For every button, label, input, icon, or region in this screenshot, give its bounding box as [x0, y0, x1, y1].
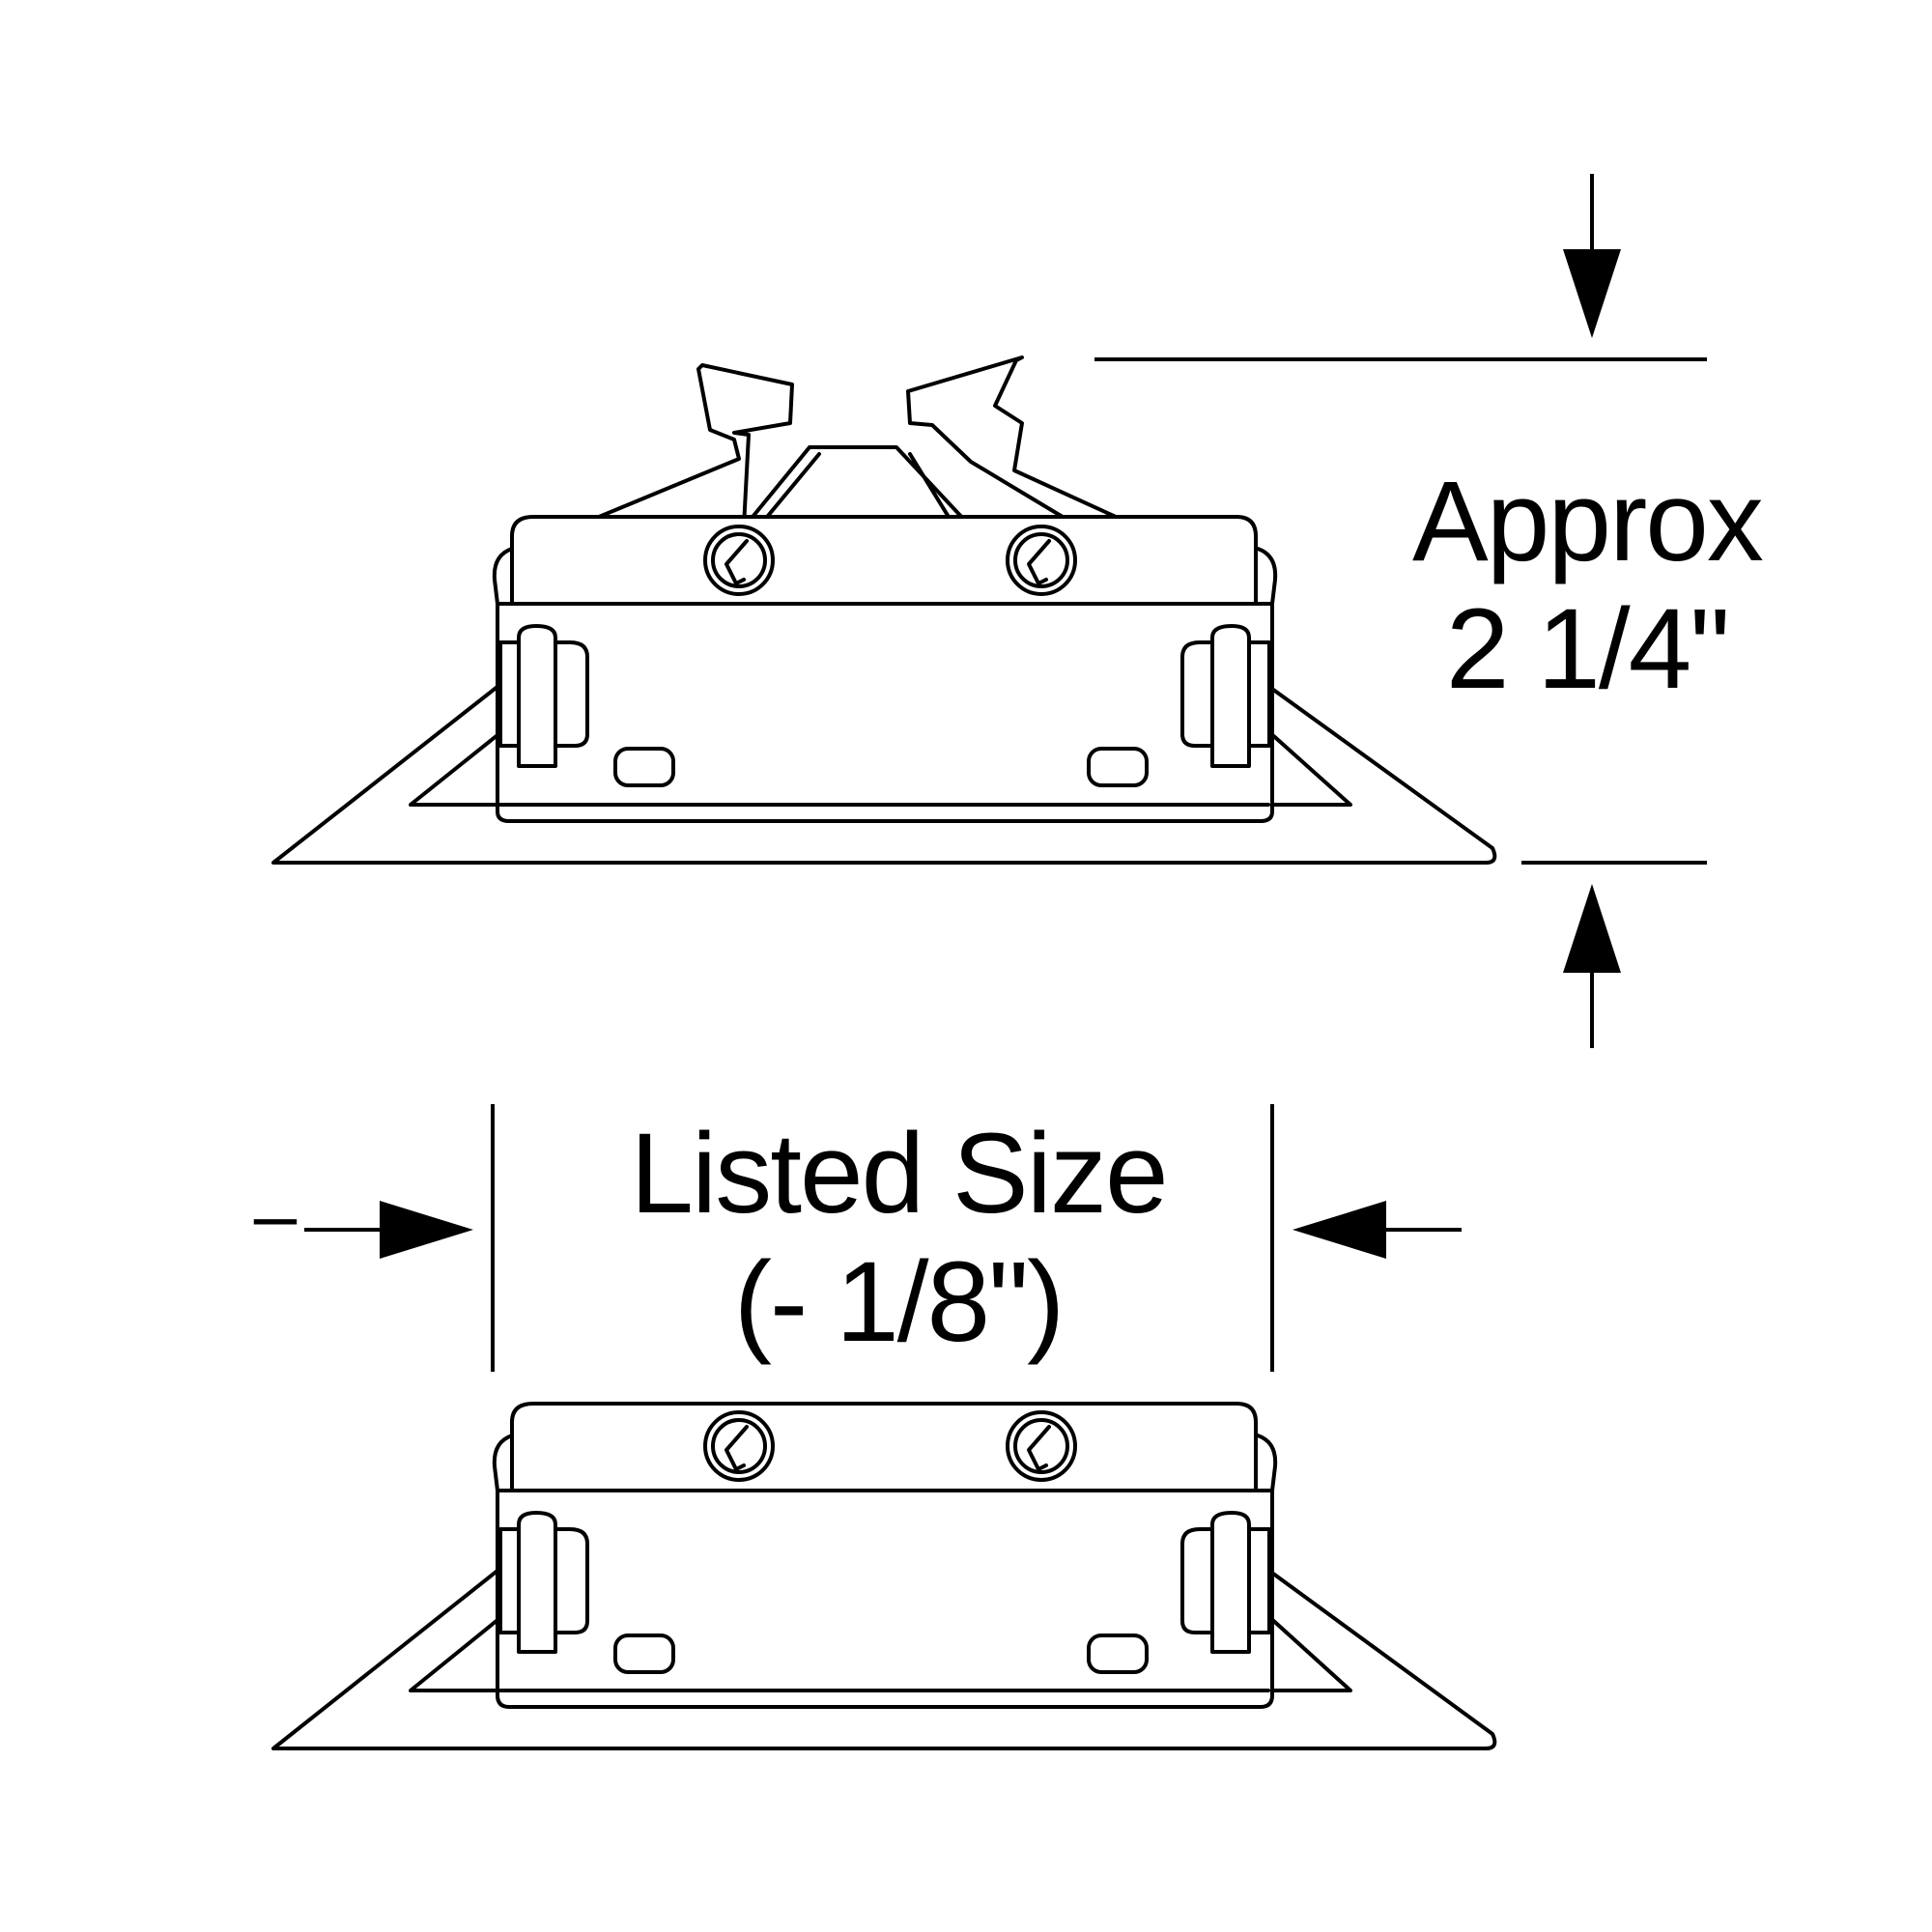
slot-left: [613, 747, 675, 787]
spring-bar-right: [906, 355, 1118, 519]
screw-left: [703, 1410, 775, 1482]
width-label-line2: (- 1/8"): [734, 1238, 1064, 1366]
screw-right: [1006, 1410, 1077, 1482]
side-clip-left: [498, 1511, 589, 1654]
housing-top-band: [510, 515, 1258, 606]
height-bottom-arrow-icon: [1563, 884, 1621, 973]
trim-flange: [271, 677, 1497, 865]
side-clip-left: [498, 624, 589, 768]
slot-right: [1087, 747, 1149, 787]
height-top-arrow-icon: [1563, 249, 1621, 338]
housing-right-curve: [1256, 547, 1278, 606]
fixture-with-springs: [271, 355, 1497, 865]
housing-body: [496, 602, 1274, 823]
screw-left: [703, 525, 775, 596]
width-left-arrow-icon: [380, 1201, 473, 1259]
fixture-without-springs: [271, 1402, 1497, 1750]
trim-flange: [271, 1561, 1497, 1750]
height-label-line1: Approx: [1412, 458, 1763, 585]
spring-bridge: [747, 445, 968, 524]
spring-bar-left: [597, 363, 794, 528]
spring-inner-right: [908, 452, 953, 524]
width-right-arrow-icon: [1293, 1201, 1386, 1259]
housing-left-curve: [492, 547, 514, 606]
width-dimension: – Listed Size (- 1/8"): [254, 1104, 1462, 1372]
spring-inner-left: [761, 452, 821, 524]
side-clip-right: [1180, 624, 1271, 768]
side-clip-right: [1180, 1511, 1271, 1654]
housing-body: [496, 1489, 1274, 1709]
housing-left-curve: [492, 1434, 514, 1492]
width-label-line1: Listed Size: [630, 1110, 1166, 1237]
slot-left: [613, 1634, 675, 1674]
height-label-line2: 2 1/4": [1446, 585, 1728, 713]
housing-right-curve: [1256, 1434, 1278, 1492]
height-dimension: Approx 2 1/4": [1094, 174, 1765, 1048]
housing-top-band: [510, 1402, 1258, 1492]
screw-right: [1006, 525, 1077, 596]
width-left-dash: –: [254, 1172, 298, 1258]
slot-right: [1087, 1634, 1149, 1674]
